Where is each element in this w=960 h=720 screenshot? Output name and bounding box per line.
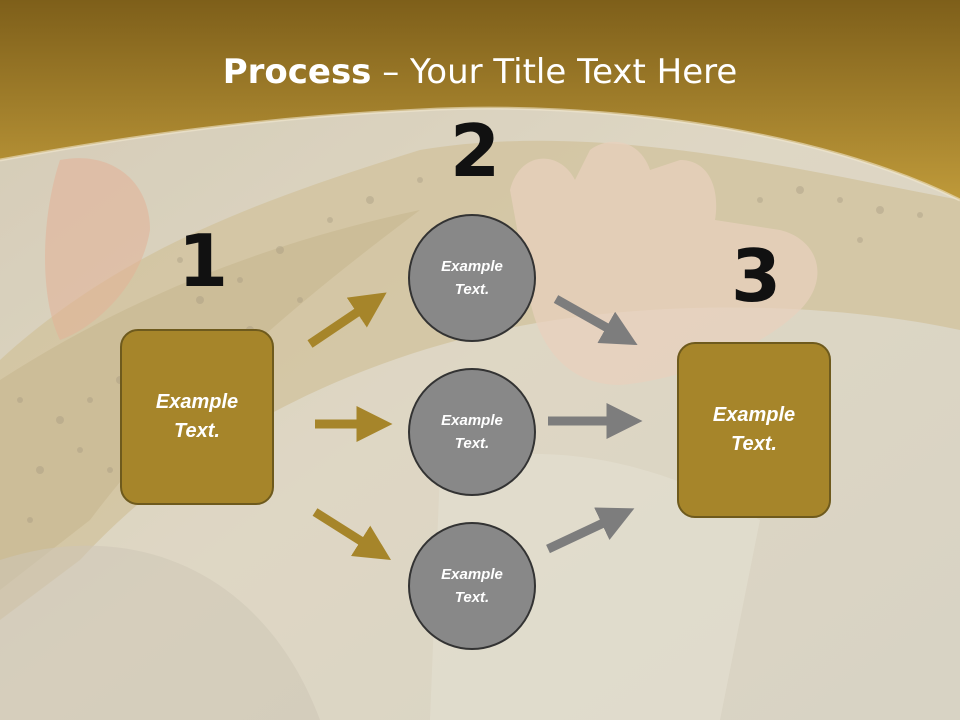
arrow-1-to-bottom xyxy=(312,508,392,561)
step-2-circle-middle: Example Text. xyxy=(408,368,536,496)
title-bold: Process xyxy=(222,52,372,92)
slide-title: Process – Your Title Text Here xyxy=(0,52,960,92)
step-1-box: Example Text. xyxy=(120,329,274,505)
step-3-box: Example Text. xyxy=(677,342,831,518)
step-3-text-line1: Example xyxy=(712,404,796,426)
step-number-1: 1 xyxy=(178,219,229,303)
circle-bottom-text-line1: Example xyxy=(441,566,503,583)
arrow-1-to-top xyxy=(307,292,387,348)
step-2-circle-top: Example Text. xyxy=(408,214,536,342)
circle-top-text-line1: Example xyxy=(441,258,503,275)
step-1-text-line2: Text. xyxy=(174,420,220,442)
step-1-text-line1: Example xyxy=(155,391,239,413)
step-3-text-line2: Text. xyxy=(731,433,777,455)
arrow-top-to-3 xyxy=(553,295,638,346)
step-number-2: 2 xyxy=(450,109,501,193)
arrow-bottom-to-3 xyxy=(546,507,635,554)
circle-bottom-text-line2: Text. xyxy=(454,589,490,606)
step-2-circle-bottom: Example Text. xyxy=(408,522,536,650)
circle-middle-text-line1: Example xyxy=(441,412,503,429)
step-number-3: 3 xyxy=(731,234,782,318)
circle-top-text-line2: Text. xyxy=(454,281,490,298)
title-rest: – Your Title Text Here xyxy=(371,52,738,92)
circle-middle-text-line2: Text. xyxy=(454,435,490,452)
